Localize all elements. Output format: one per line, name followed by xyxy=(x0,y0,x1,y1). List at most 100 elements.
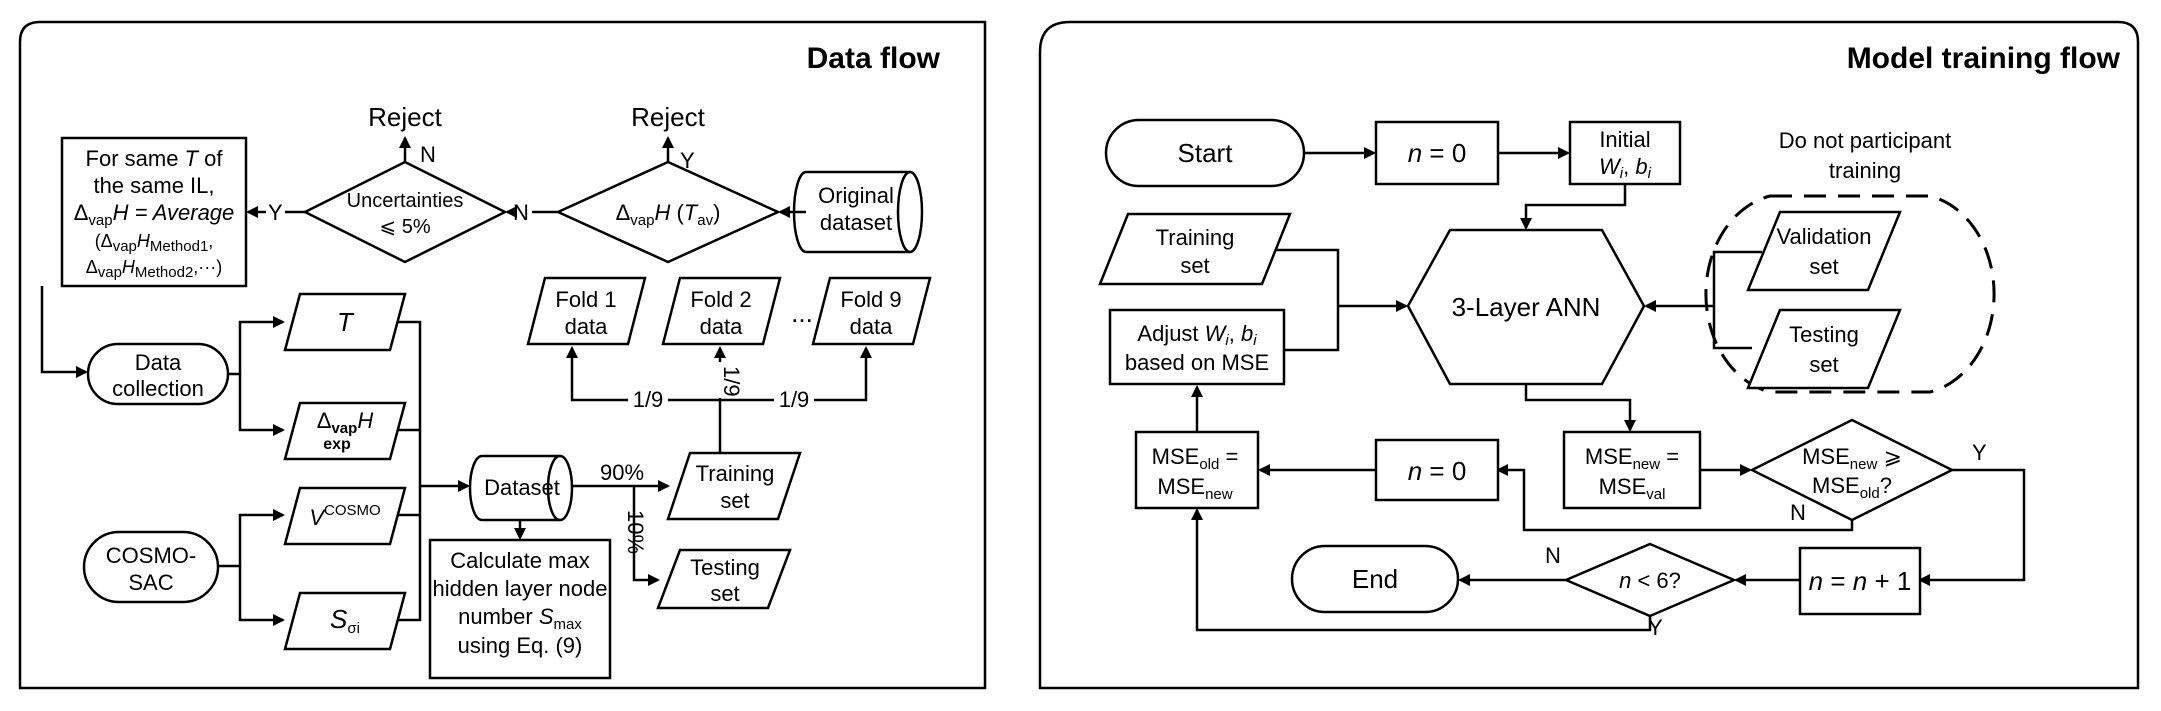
y-label-uncert: Y xyxy=(268,200,283,225)
ann-label: 3-Layer ANN xyxy=(1452,292,1601,322)
mse-new-val-box: MSEnew = MSEval xyxy=(1562,430,1702,510)
testing-set-right-shape xyxy=(1746,308,1902,390)
n-zero-top-label: n = 0 xyxy=(1408,138,1467,168)
mse-old-new-box: MSEold = MSEnew xyxy=(1134,430,1260,510)
input-s-label: Sσi xyxy=(330,604,360,637)
calc-box-line3: number Smax xyxy=(458,604,582,633)
testing-set-right: Testing set xyxy=(1746,308,1902,390)
testing-set-left-line2: set xyxy=(710,581,739,606)
compare-diamond: MSEnew ⩾ MSEold? xyxy=(1749,418,1955,522)
reject-label-2: Reject xyxy=(631,102,705,132)
testing-set-right-line1: Testing xyxy=(1789,322,1859,347)
input-t-shape xyxy=(283,292,407,352)
n-plus-one-label: n = n + 1 xyxy=(1809,566,1912,596)
n-lt-6-label: n < 6? xyxy=(1619,568,1681,593)
adjust-box-line1: Adjust Wi, bi xyxy=(1137,321,1257,349)
not-participant-line1: Do not participant xyxy=(1779,128,1951,153)
fold-2-shape xyxy=(661,276,782,346)
fold-ellipsis: ... xyxy=(791,298,813,328)
average-box-rect xyxy=(60,136,248,288)
arrow-initial-to-ann xyxy=(1520,184,1627,230)
ninth-label-3: 1/9 xyxy=(779,387,810,412)
fold-2: Fold 2 data xyxy=(661,276,782,346)
input-v: VCOSMO xyxy=(283,486,407,546)
data-collection-terminal: Data collection xyxy=(86,342,230,406)
n-label-nlt6: N xyxy=(1545,543,1561,568)
validation-set-line1: Validation xyxy=(1777,224,1872,249)
uncertainties-diamond: Uncertainties ⩽ 5% xyxy=(302,160,508,264)
original-dataset-end xyxy=(896,170,911,254)
arrow-avg-to-collection xyxy=(40,286,88,378)
input-v-label: VCOSMO xyxy=(309,502,380,530)
line-train-adjust-merge xyxy=(1275,248,1340,352)
cosmo-sac-terminal: COSMO- SAC xyxy=(82,530,220,604)
calc-box-line2: hidden layer node xyxy=(433,576,608,601)
cosmo-sac-line1: COSMO- xyxy=(106,543,196,568)
adjust-box-line2: based on MSE xyxy=(1125,350,1269,375)
mse-new-val-line2: MSEval xyxy=(1599,474,1666,503)
n-zero-mid-label: n = 0 xyxy=(1408,456,1467,486)
initial-box-line1: Initial xyxy=(1599,127,1650,152)
end-shape xyxy=(1290,544,1460,614)
training-set-left: Training set xyxy=(666,451,802,521)
fold-9-line2: data xyxy=(850,314,894,339)
mse-old-new-rect xyxy=(1134,430,1260,510)
fold-1-shape xyxy=(526,276,647,346)
ninth-label-2: 1/9 xyxy=(719,366,744,397)
n-plus-one-box: n = n + 1 xyxy=(1798,546,1922,616)
n-zero-top-rect xyxy=(1374,120,1500,186)
arrow-collection-to-dh xyxy=(238,374,285,436)
arrow-compare-no xyxy=(1496,464,1854,532)
input-dh-label: ΔvapH xyxy=(317,408,374,437)
end-terminal: End xyxy=(1290,544,1460,614)
validation-set-line2: set xyxy=(1809,254,1838,279)
ninth-2-bg xyxy=(716,362,738,398)
mse-old-new-line2: MSEnew xyxy=(1157,474,1232,503)
start-terminal: Start xyxy=(1104,118,1306,188)
training-set-left-shape xyxy=(666,451,802,521)
calc-box-rect xyxy=(428,538,612,680)
arrow-dataset-to-testing xyxy=(632,486,660,586)
n-lt-6-shape xyxy=(1562,542,1738,618)
training-set-left-line2: set xyxy=(720,488,749,513)
fold-9-shape xyxy=(811,276,932,346)
training-set-right-line2: set xyxy=(1180,253,1209,278)
average-box-line3: ΔvapH = Average xyxy=(74,200,235,229)
reject-label-1: Reject xyxy=(368,102,442,132)
input-s-shape xyxy=(283,591,407,651)
fold-2-line1: Fold 2 xyxy=(690,287,751,312)
end-label: End xyxy=(1352,564,1398,594)
training-set-right-shape xyxy=(1098,212,1292,286)
average-box-line2: the same IL, xyxy=(93,173,214,198)
arrow-compare-yes xyxy=(1918,468,2026,586)
model-training-title: Model training flow xyxy=(1847,42,2121,75)
data-flow-panel: Data flow For same T of the same IL, Δva… xyxy=(18,20,987,690)
arrow-training-to-fold1 xyxy=(566,346,720,402)
not-participant-line2: training xyxy=(1829,158,1901,183)
input-dh-shape xyxy=(283,401,407,461)
dataset-end xyxy=(546,454,561,522)
adjust-box-rect xyxy=(1108,308,1286,386)
n-plus-one-rect xyxy=(1798,546,1922,616)
arrow-nlt6-yes xyxy=(1191,508,1652,632)
input-dh: ΔvapH exp xyxy=(283,401,407,461)
average-box-line5: ΔvapHMethod2,···) xyxy=(86,257,223,281)
dataset-cylinder: Dataset xyxy=(468,454,574,522)
arrow-cosmo-to-v xyxy=(218,509,285,568)
validation-set-shape xyxy=(1746,210,1902,292)
testing-set-left-line1: Testing xyxy=(690,555,760,580)
mse-new-val-line1: MSEnew = xyxy=(1585,444,1679,473)
original-dataset-line1: Original xyxy=(818,183,894,208)
average-box: For same T of the same IL, ΔvapH = Avera… xyxy=(60,136,248,288)
initial-box-line2: Wi, bi xyxy=(1599,154,1652,182)
training-set-left-line1: Training xyxy=(696,461,775,486)
n-label-uncert: N xyxy=(420,142,436,167)
calc-box-line1: Calculate max xyxy=(450,548,589,573)
arrow-ann-to-mseval xyxy=(1524,384,1636,432)
compare-line1: MSEnew ⩾ xyxy=(1802,444,1902,473)
ninth-3-bg xyxy=(774,388,814,410)
n-label-dh: N xyxy=(513,200,529,225)
start-label: Start xyxy=(1178,138,1234,168)
ann-hexagon: 3-Layer ANN xyxy=(1406,228,1646,386)
